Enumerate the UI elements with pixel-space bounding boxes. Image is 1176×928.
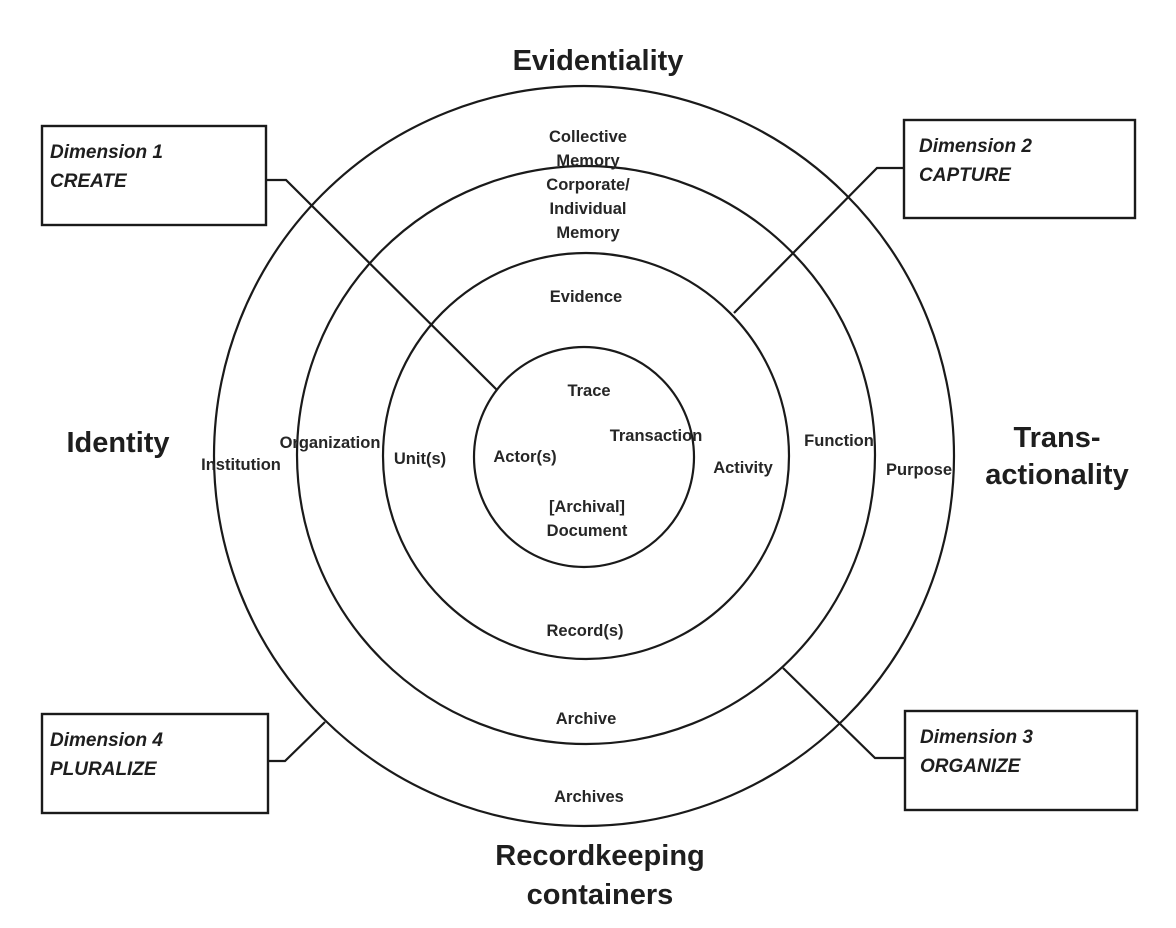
label-function: Function [804, 432, 874, 450]
inner-ring-create [472, 345, 696, 569]
dimension-2-connector [733, 166, 904, 314]
label-collective-memory-line1: Collective [549, 128, 627, 146]
label-archives: Archives [554, 788, 624, 806]
dimension-2-name: CAPTURE [919, 165, 1012, 186]
label-purpose: Purpose [886, 461, 952, 479]
label-archival-document-line2: Document [547, 522, 628, 540]
label-archival-document-line1: [Archival] [549, 498, 625, 516]
dimension-3-title: Dimension 3 [920, 727, 1033, 748]
axis-recordkeeping-containers-line2: containers [527, 879, 674, 911]
dimension-4-name: PLURALIZE [50, 759, 158, 780]
label-evidence: Evidence [550, 288, 622, 306]
label-activity: Activity [713, 459, 773, 477]
dimension-4-connector [268, 721, 326, 763]
label-trace: Trace [567, 382, 610, 400]
axis-identity: Identity [66, 427, 169, 459]
axis-evidentiality: Evidentiality [513, 45, 684, 77]
third-ring-capture [381, 251, 791, 661]
dimension-1-title: Dimension 1 [50, 142, 163, 163]
dimension-3-name: ORGANIZE [920, 756, 1022, 777]
label-corporate-memory-line3: Memory [556, 224, 620, 242]
dimension-2-title: Dimension 2 [919, 136, 1032, 157]
axis-transactionality-line2: actionality [985, 459, 1128, 491]
dimension-4-title: Dimension 4 [50, 730, 163, 751]
label-collective-memory-line2: Memory [556, 152, 620, 170]
label-transaction: Transaction [610, 427, 703, 445]
label-records: Record(s) [546, 622, 623, 640]
dimension-3-box: Dimension 3 ORGANIZE [903, 709, 1139, 812]
dimension-2-box: Dimension 2 CAPTURE [902, 118, 1137, 220]
label-organization: Organization [280, 434, 381, 452]
label-actors: Actor(s) [493, 448, 556, 466]
dimension-3-connector [782, 667, 905, 760]
label-corporate-memory-line1: Corporate/ [546, 176, 630, 194]
label-institution: Institution [201, 456, 281, 474]
label-corporate-memory-line2: Individual [549, 200, 626, 218]
dimension-1-connector [266, 178, 498, 391]
dimension-1-box: Dimension 1 CREATE [40, 124, 268, 227]
dimension-1-name: CREATE [50, 171, 128, 192]
second-ring-organize [295, 164, 877, 746]
dimension-4-box: Dimension 4 PLURALIZE [40, 712, 270, 815]
axis-transactionality-line1: Trans- [1013, 422, 1100, 454]
label-archive: Archive [556, 710, 617, 728]
outer-ring-pluralize [212, 84, 956, 828]
label-units: Unit(s) [394, 450, 446, 468]
axis-recordkeeping-containers-line1: Recordkeeping [495, 840, 705, 872]
